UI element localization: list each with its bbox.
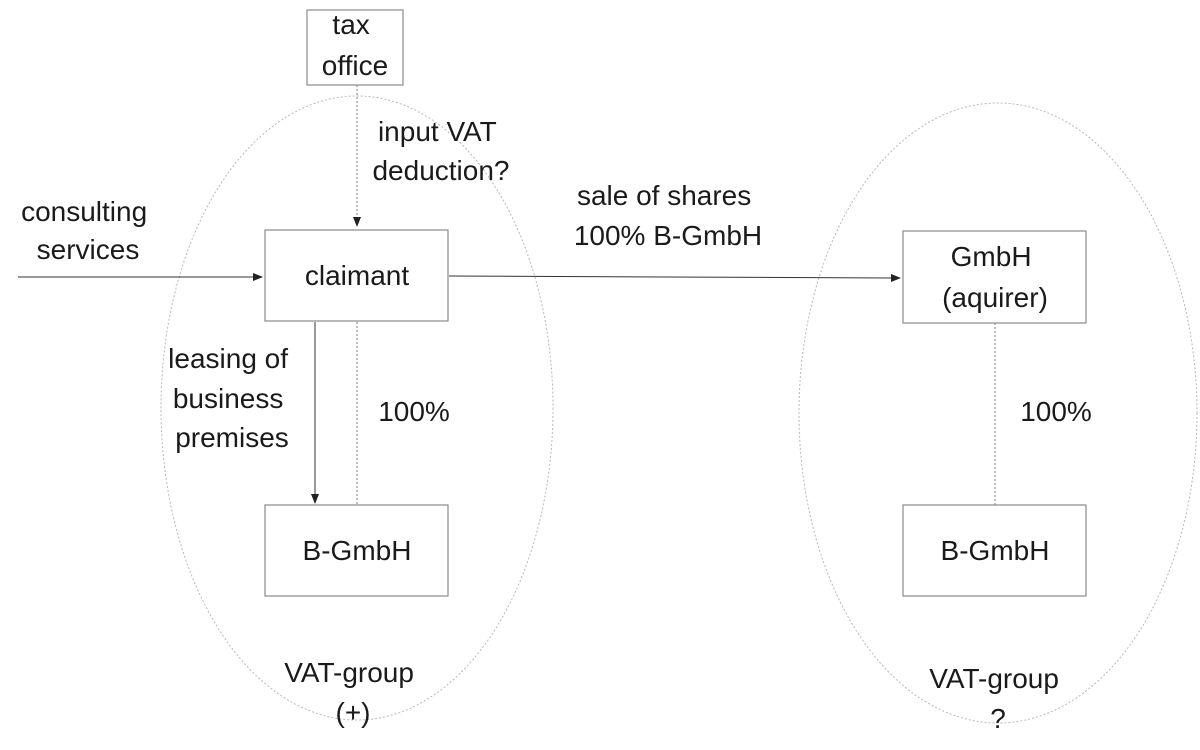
- gmbh-acquirer-box: [902, 230, 1087, 324]
- b-gmbh-left-label: B-GmbH: [303, 535, 412, 566]
- sale-of-shares-label: sale of shares 100% B-GmbH: [574, 180, 762, 251]
- ownership-right-label: 100%: [1020, 396, 1092, 427]
- input-vat-label: input VAT deduction?: [372, 116, 509, 186]
- claimant-label: claimant: [305, 260, 409, 291]
- vat-group-right-boundary: [798, 102, 1198, 724]
- tax-office-box: [306, 9, 404, 86]
- sale-of-shares-arrow: [448, 273, 901, 282]
- consulting-services-label: consulting services: [21, 196, 155, 265]
- claimant-box: [264, 229, 449, 322]
- b-gmbh-right-box: [902, 504, 1087, 597]
- b-gmbh-left-box: [264, 504, 449, 597]
- vat-group-left-label: VAT-group (+): [284, 657, 421, 728]
- vat-group-right-label: VAT-group ?: [929, 663, 1066, 734]
- gmbh-acquirer-label: GmbH (aquirer): [942, 241, 1048, 313]
- leasing-label: leasing of business premises: [168, 343, 296, 453]
- vat-group-left-boundary: [160, 95, 554, 721]
- ownership-left-label: 100%: [378, 396, 450, 427]
- b-gmbh-right-label: B-GmbH: [941, 535, 1050, 566]
- tax-office-label: tax office: [322, 9, 388, 81]
